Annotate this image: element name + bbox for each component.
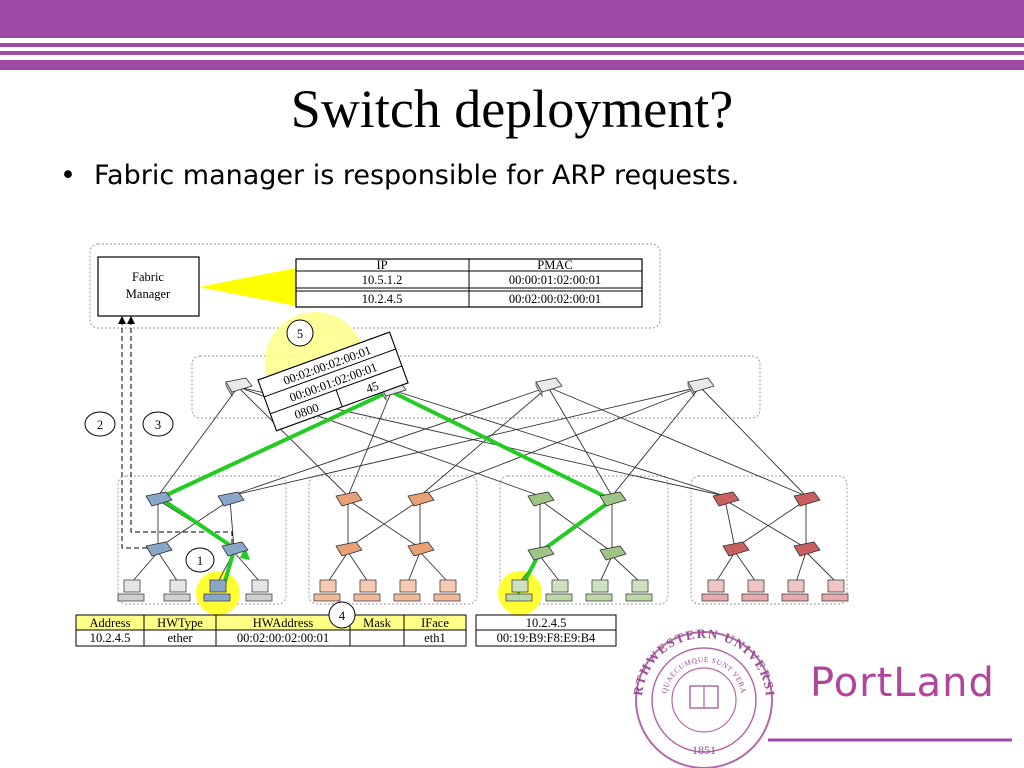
arp-header: Address — [90, 616, 131, 630]
arrow-head-icon — [127, 316, 135, 324]
arp-cell: ether — [168, 631, 194, 645]
host-highlight — [196, 571, 240, 615]
host-computer-icon — [393, 579, 421, 602]
edge-switch-pod1 — [407, 541, 435, 557]
arp-header: IFace — [421, 616, 449, 630]
host-computer-icon — [433, 579, 461, 602]
arp-header: HWAddress — [253, 616, 314, 630]
step-3-marker: 3 — [142, 411, 174, 437]
step-1-marker: 1 — [185, 547, 215, 573]
fm-table-cell: 10.5.1.2 — [362, 273, 403, 287]
fm-table-header-ip: IP — [376, 258, 387, 272]
arp-cell: 00:02:00:02:00:01 — [237, 631, 329, 645]
host-computer-icon — [163, 579, 191, 602]
core-switch-2 — [535, 377, 563, 398]
step-5-label: 5 — [297, 327, 303, 341]
arp-header: HWType — [157, 616, 203, 630]
slide-title: Switch deployment? — [290, 79, 734, 139]
host-computer-icon — [203, 579, 231, 602]
host-computer-icon — [313, 579, 341, 602]
host-computer-icon — [741, 579, 769, 602]
arp-cell: eth1 — [424, 631, 446, 645]
bullet-dot: • — [60, 160, 76, 191]
step-4-marker: 4 — [328, 601, 356, 629]
edge-switch-pod3 — [793, 541, 821, 557]
fm-table-header-pmac: PMAC — [537, 258, 572, 272]
seal-year: 1851 — [692, 743, 716, 757]
fm-table-cell: 10.2.4.5 — [362, 292, 403, 306]
arp-table: Address HWType HWAddress Mask IFace 10.2… — [75, 614, 467, 647]
bullet-text: Fabric manager is responsible for ARP re… — [94, 160, 740, 191]
core-agg-links — [157, 386, 807, 497]
fm-callout-pointer — [199, 268, 296, 306]
edge-switch-pod3 — [722, 541, 750, 557]
host-computer-icon — [245, 579, 273, 602]
pod-region-1 — [308, 475, 478, 605]
core-region — [191, 355, 761, 419]
host-computer-icon — [117, 579, 145, 602]
pod-region-3 — [690, 475, 848, 605]
fabric-manager-label-2: Manager — [126, 287, 171, 301]
fm-table: IP PMAC 10.5.1.2 00:00:01:02:00:01 10.2.… — [295, 258, 643, 308]
core-switch-0 — [225, 377, 253, 398]
target-host-ip: 10.2.4.5 — [526, 616, 567, 630]
pod-region-2 — [499, 475, 669, 605]
arp-cell: 10.2.4.5 — [90, 631, 131, 645]
bullet-item: • Fabric manager is responsible for ARP r… — [60, 160, 739, 191]
green-arrow-head-icon — [240, 546, 250, 560]
top-band-thin-2 — [0, 51, 1024, 55]
arp-header: Mask — [363, 616, 392, 630]
edge-host-links — [131, 551, 837, 583]
agg-edge-links — [157, 499, 807, 553]
fm-table-cell: 00:02:00:02:00:01 — [509, 292, 601, 306]
host-computer-icon — [585, 579, 613, 602]
edge-switch-pod0 — [145, 541, 173, 557]
fabric-manager-region — [89, 243, 661, 329]
arrow-head-icon — [118, 316, 126, 324]
host-computer-icon — [781, 579, 809, 602]
host-computer-icon — [505, 579, 533, 602]
edge-switch-pod2 — [599, 545, 627, 561]
core-switch-3 — [687, 377, 715, 398]
host-computer-icon — [821, 579, 849, 602]
agg-switch-pod1 — [407, 491, 435, 507]
target-host-box: 10.2.4.5 00:19:B9:F8:E9:B4 — [475, 614, 617, 647]
agg-switch-pod1 — [335, 491, 363, 507]
edge-switch-pod0 — [221, 541, 249, 557]
step-3-label: 3 — [155, 418, 161, 432]
agg-switch-pod2 — [599, 491, 627, 507]
agg-switch-pod0 — [145, 491, 173, 507]
agg-switch-pod3 — [712, 491, 740, 507]
agg-switch-pod3 — [793, 491, 821, 507]
packet-field: 45 — [364, 379, 381, 396]
fm-table-cell: 00:00:01:02:00:01 — [509, 273, 601, 287]
step-5-marker: 5 — [286, 319, 314, 347]
host-computer-icon — [701, 579, 729, 602]
host-computer-icon — [545, 579, 573, 602]
edge-switch-pod1 — [335, 541, 363, 557]
step-1-label: 1 — [197, 554, 203, 568]
edge-switch-pod2 — [527, 545, 555, 561]
step-4-label: 4 — [339, 609, 346, 623]
target-host-mac: 00:19:B9:F8:E9:B4 — [497, 631, 596, 645]
step-2-marker: 2 — [84, 411, 116, 437]
top-band-thin-1 — [0, 43, 1024, 47]
host-computer-icon — [353, 579, 381, 602]
fabric-manager-box — [97, 256, 200, 317]
top-band-thick — [0, 0, 1024, 38]
fm-dashed-path — [121, 320, 233, 549]
agg-switch-pod2 — [527, 491, 555, 507]
portland-logo-text: PortLand — [810, 660, 995, 706]
fabric-manager-label-1: Fabric — [132, 270, 164, 284]
agg-switch-pod0 — [217, 491, 245, 507]
host-computer-icon — [625, 579, 653, 602]
top-band-thin-3 — [0, 60, 1024, 70]
step-2-label: 2 — [97, 418, 103, 432]
